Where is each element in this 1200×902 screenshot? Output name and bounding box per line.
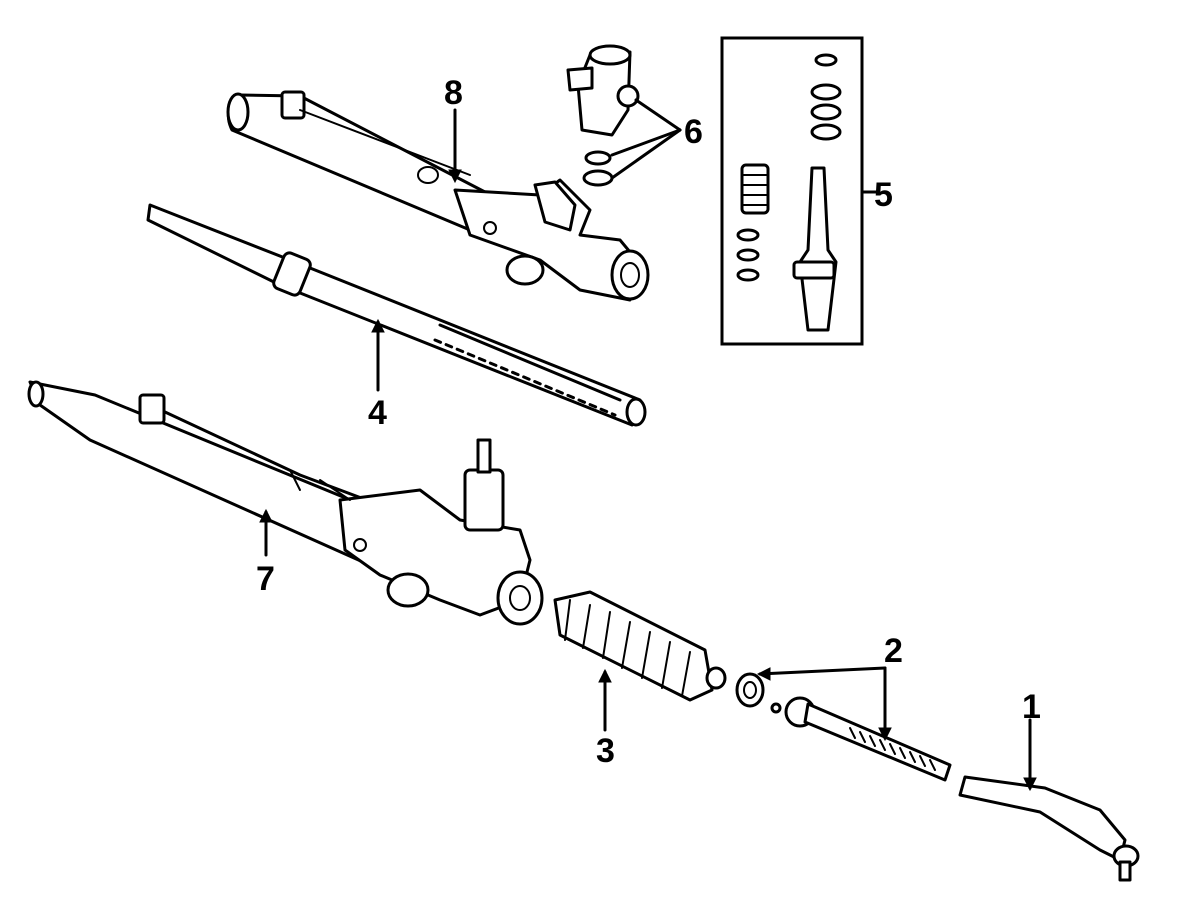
pinion-housing-part bbox=[566, 44, 640, 187]
valve-kit-box bbox=[720, 36, 864, 346]
callout-5: 5 bbox=[874, 176, 893, 214]
callout-3: 3 bbox=[596, 732, 615, 770]
callout-6: 6 bbox=[684, 113, 703, 151]
inner-tie-rod-part bbox=[735, 672, 952, 782]
housing-part bbox=[226, 90, 650, 302]
outer-tie-rod-end-part bbox=[958, 775, 1140, 882]
callout-4: 4 bbox=[368, 394, 387, 432]
boot-part bbox=[553, 590, 727, 702]
rack-part bbox=[146, 203, 647, 427]
callout-7: 7 bbox=[256, 560, 275, 598]
callout-1: 1 bbox=[1022, 688, 1041, 726]
rack-and-pinion-assembly-part bbox=[27, 380, 544, 626]
callout-2: 2 bbox=[884, 632, 903, 670]
leader-lines bbox=[259, 98, 1037, 792]
callout-8: 8 bbox=[444, 74, 463, 112]
